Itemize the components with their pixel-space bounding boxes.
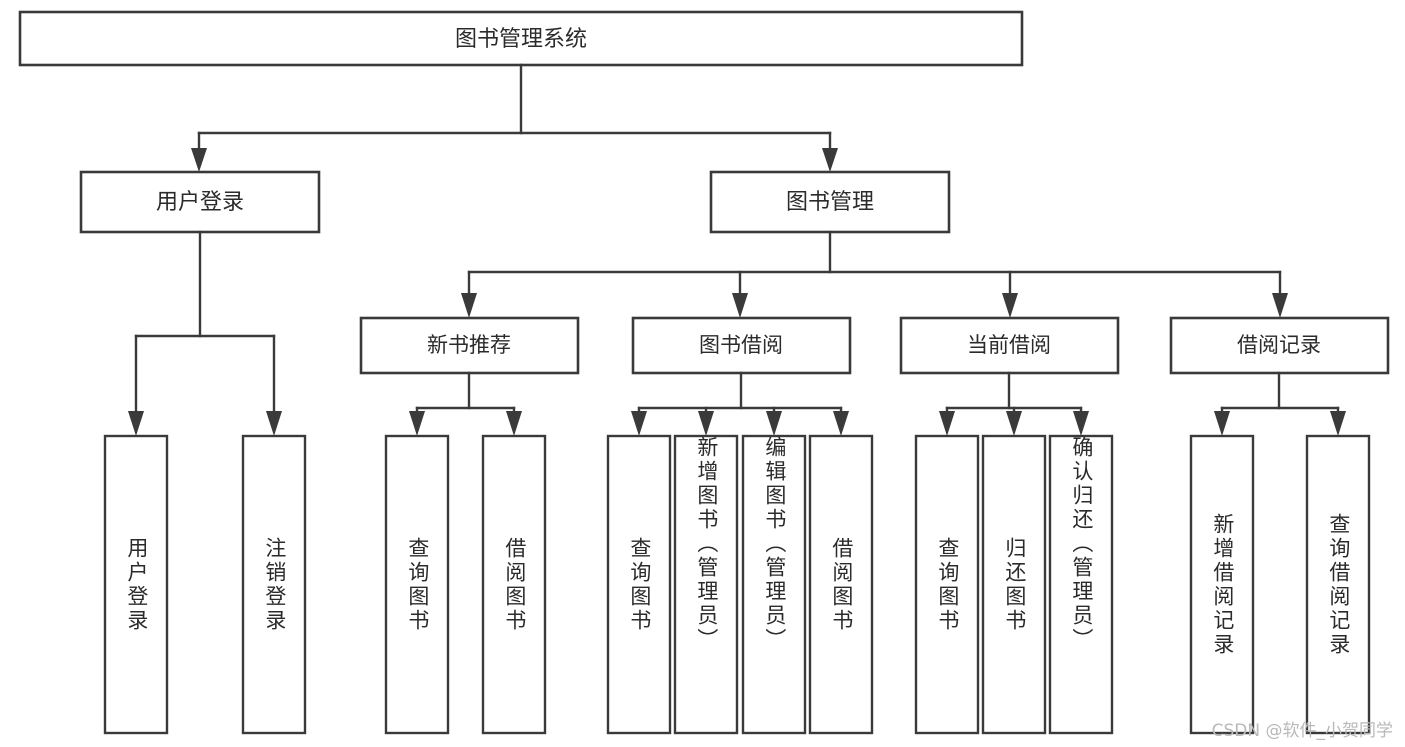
- borrow-record-box[interactable]: [1169, 316, 1390, 375]
- node-new-book-recommend[interactable]: 新书推荐: [359, 316, 580, 375]
- leaf-box-user-login-1[interactable]: [103, 434, 169, 735]
- connector-user-login-to-leaves: [128, 230, 282, 436]
- arrow-bb-leaf-2: [698, 411, 714, 436]
- connector-root-to-level1: [191, 63, 838, 172]
- leaf-box-book-borrow-1[interactable]: [606, 434, 672, 735]
- connector-book-manage-to-level2: [461, 230, 1288, 318]
- arrow-bm-to-book-borrow: [732, 293, 748, 318]
- arrow-nb-leaf-1: [409, 411, 425, 436]
- arrow-cb-leaf-3: [1073, 411, 1089, 436]
- leaf-box-book-borrow-2[interactable]: [673, 434, 739, 735]
- leaf-box-current-borrow-1[interactable]: [914, 434, 980, 735]
- arrow-bm-to-borrow-record: [1272, 293, 1288, 318]
- arrow-ul-leaf-2: [266, 411, 282, 436]
- book-manage-label: 图书管理: [786, 190, 874, 215]
- borrow-record-label: 借阅记录: [1237, 333, 1321, 357]
- node-book-manage[interactable]: 图书管理: [709, 170, 951, 234]
- arrow-cb-leaf-1: [939, 411, 955, 436]
- connector-current-borrow-to-leaves: [939, 371, 1089, 436]
- arrow-bb-leaf-3: [766, 411, 782, 436]
- arrow-br-leaf-1: [1214, 411, 1230, 436]
- leaf-box-book-borrow-4[interactable]: [808, 434, 874, 735]
- book-borrow-box[interactable]: [631, 316, 852, 375]
- book-borrow-label: 图书借阅: [699, 333, 783, 357]
- arrow-cb-leaf-2: [1006, 411, 1022, 436]
- root-box[interactable]: [18, 10, 1024, 67]
- arrow-br-leaf-2: [1330, 411, 1346, 436]
- user-login-label: 用户登录: [156, 190, 244, 215]
- connector-book-borrow-to-leaves: [631, 371, 849, 436]
- leaf-box-new-book-2[interactable]: [481, 434, 547, 735]
- arrow-bm-to-current-borrow: [1002, 293, 1018, 318]
- leaf-box-book-borrow-3[interactable]: [741, 434, 807, 735]
- leaf-box-current-borrow-2[interactable]: [981, 434, 1047, 735]
- arrow-bm-to-new-book: [461, 293, 477, 318]
- leaf-box-new-book-1[interactable]: [384, 434, 450, 735]
- connector-new-book-to-leaves: [409, 371, 522, 436]
- current-borrow-label: 当前借阅: [967, 333, 1051, 357]
- node-borrow-record[interactable]: 借阅记录: [1169, 316, 1390, 375]
- leaf-box-borrow-record-1[interactable]: [1189, 434, 1255, 735]
- arrow-bb-leaf-4: [833, 411, 849, 436]
- node-book-borrow[interactable]: 图书借阅: [631, 316, 852, 375]
- node-root[interactable]: 图书管理系统: [18, 10, 1024, 67]
- connector-borrow-record-to-leaves: [1214, 371, 1346, 436]
- leaf-box-borrow-record-2[interactable]: [1305, 434, 1371, 735]
- leaf-box-current-borrow-3[interactable]: [1048, 434, 1114, 735]
- arrow-nb-leaf-2: [506, 411, 522, 436]
- current-borrow-box[interactable]: [899, 316, 1120, 375]
- node-current-borrow[interactable]: 当前借阅: [899, 316, 1120, 375]
- book-manage-box[interactable]: [709, 170, 951, 234]
- arrow-root-to-user-login: [191, 148, 207, 172]
- arrow-root-to-book-manage: [822, 148, 838, 172]
- root-label: 图书管理系统: [455, 27, 587, 52]
- new-book-recommend-box[interactable]: [359, 316, 580, 375]
- arrow-bb-leaf-1: [631, 411, 647, 436]
- leaf-box-user-login-2[interactable]: [241, 434, 307, 735]
- arrow-ul-leaf-1: [128, 411, 144, 436]
- node-user-login[interactable]: 用户登录: [79, 170, 321, 234]
- new-book-recommend-label: 新书推荐: [427, 333, 511, 357]
